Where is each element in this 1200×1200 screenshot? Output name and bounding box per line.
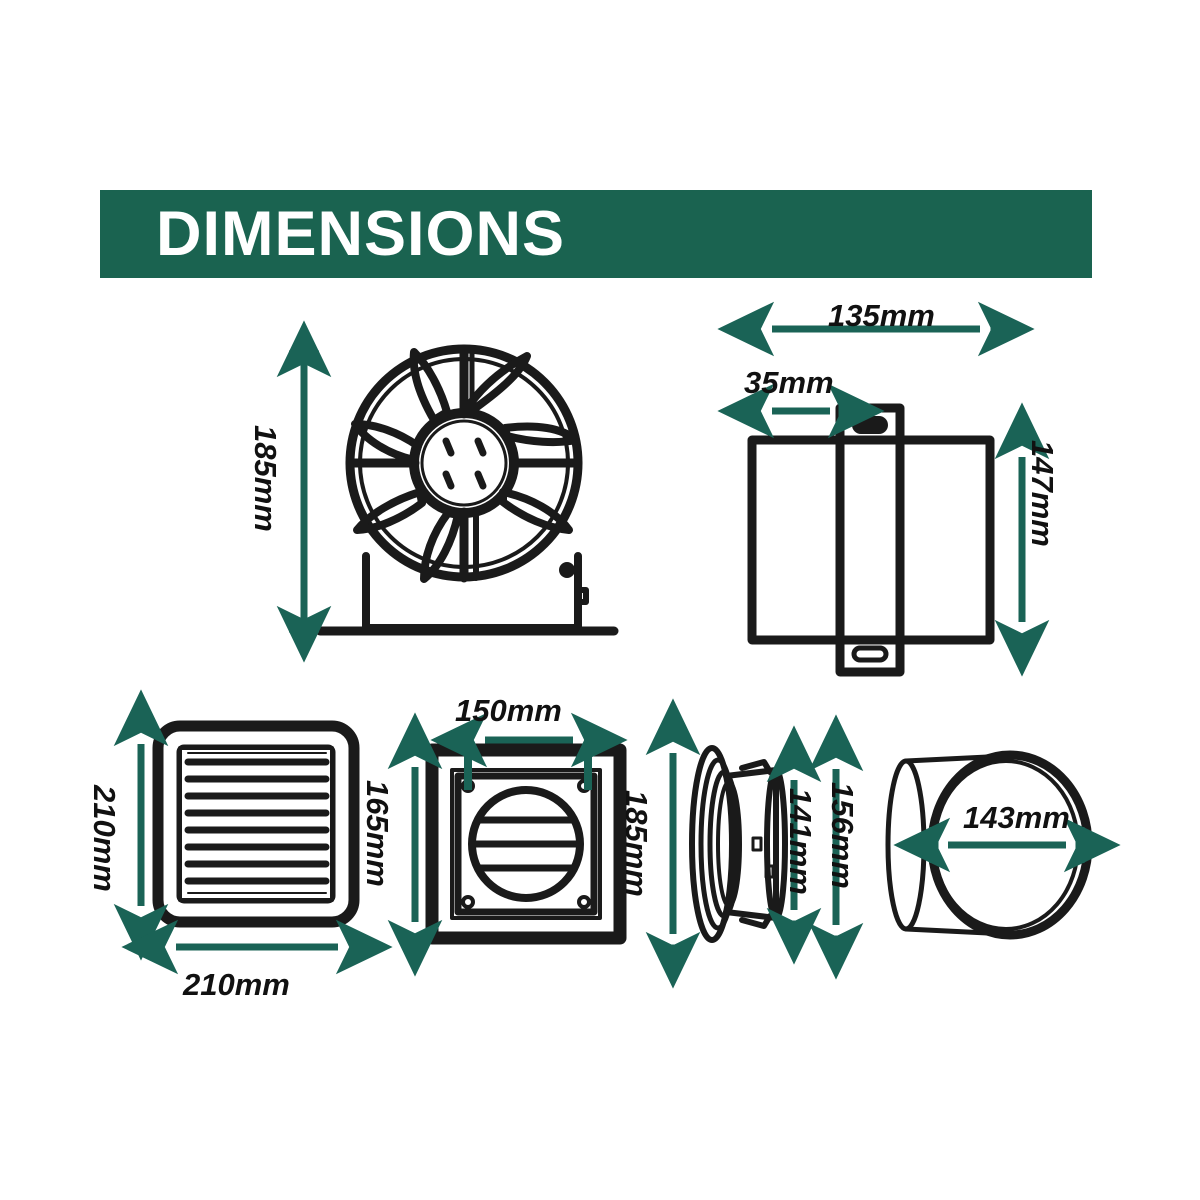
- dimension-label-141mm: 141mm: [783, 788, 818, 895]
- dimension-label-185mm-fan: 185mm: [248, 425, 283, 532]
- dimension-label-150mm: 150mm: [455, 693, 562, 728]
- dimension-label-185mm-collar: 185mm: [619, 790, 654, 897]
- fan-front-view-art: [315, 344, 619, 636]
- dimensions-header-bar: DIMENSIONS: [100, 190, 1092, 278]
- duct-side-view-art: [747, 403, 995, 677]
- dimension-label-210mm-height: 210mm: [87, 785, 122, 892]
- dimension-label-165mm: 165mm: [360, 780, 395, 887]
- dimension-label-143mm: 143mm: [963, 800, 1070, 835]
- dimension-label-35mm: 35mm: [744, 365, 834, 400]
- wall-collar-side-view-art: [689, 745, 788, 943]
- dimension-label-210mm-width: 210mm: [183, 967, 290, 1002]
- dimension-label-147mm: 147mm: [1025, 440, 1060, 547]
- dimension-label-135mm: 135mm: [828, 298, 935, 333]
- grille-front-view-art: [152, 720, 360, 928]
- page-title: DIMENSIONS: [156, 198, 566, 269]
- dimension-label-156mm: 156mm: [825, 782, 860, 889]
